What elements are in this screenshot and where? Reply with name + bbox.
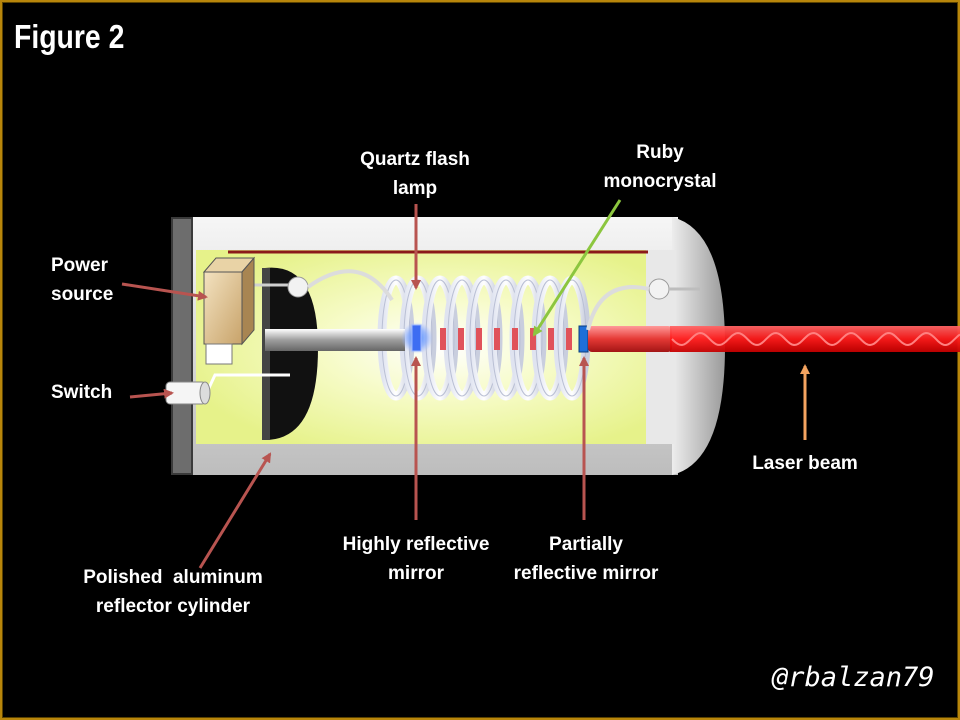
arrow-ruby-monocrystal xyxy=(532,199,622,337)
laser-beam-output xyxy=(670,326,960,352)
wiring xyxy=(206,269,700,391)
highly-reflective-mirror-element xyxy=(411,324,422,352)
arrow-switch xyxy=(129,388,174,399)
label-highly-reflective-mirror: Highly reflective mirror xyxy=(342,534,490,584)
arrow-reflector-cylinder xyxy=(198,452,272,569)
rod-support xyxy=(265,329,405,351)
ruby-rod xyxy=(265,322,672,354)
ruby-rod-segment xyxy=(530,328,536,350)
pointer-arrows xyxy=(121,199,810,569)
label-partially-reflective-mirror: Partially reflective mirror xyxy=(513,534,659,584)
figure-title: Figure 2 xyxy=(14,18,125,55)
ruby-rod-segment xyxy=(548,328,554,350)
label-switch: Switch xyxy=(51,382,113,403)
coil-loop-outline xyxy=(491,279,521,397)
ruby-rod-segment xyxy=(494,328,500,350)
power-source-base xyxy=(205,343,233,365)
switch-end xyxy=(199,381,211,405)
rear-reflector-rim xyxy=(262,268,270,440)
ruby-rod-segment xyxy=(440,328,446,350)
ruby-rod-output xyxy=(588,326,672,352)
label-laser-beam: Laser beam xyxy=(752,453,858,474)
ruby-rod-segments xyxy=(440,328,572,350)
wire-coil-right xyxy=(586,285,650,331)
power-source-side xyxy=(241,256,255,346)
rear-reflector-disc xyxy=(265,267,318,440)
wire-coil-left xyxy=(306,269,394,302)
power-source-box xyxy=(202,256,256,365)
ruby-rod-segment xyxy=(458,328,464,350)
label-reflector-cylinder: Polished aluminum reflector cylinder xyxy=(83,567,263,617)
laser-beam xyxy=(670,326,960,352)
partially-reflective-mirror-element xyxy=(578,325,589,353)
label-quartz-flash-lamp: Quartz flash lamp xyxy=(360,149,470,199)
ruby-rod-segment xyxy=(476,328,482,350)
ruby-rod-segment xyxy=(512,328,518,350)
watermark: @rbalzan79 xyxy=(772,662,935,693)
arrow-power-source xyxy=(121,282,208,301)
terminal-right xyxy=(648,278,670,300)
power-source-front xyxy=(203,271,243,345)
label-power-source: Power source xyxy=(51,255,114,305)
wire-switch xyxy=(206,373,290,391)
terminal-left xyxy=(287,276,309,298)
ruby-rod-segment xyxy=(566,328,572,350)
rear-flange xyxy=(171,217,193,475)
switch-cylinder xyxy=(165,381,211,405)
label-ruby-monocrystal: Ruby monocrystal xyxy=(603,142,717,192)
laser-beam-wave xyxy=(671,331,960,347)
